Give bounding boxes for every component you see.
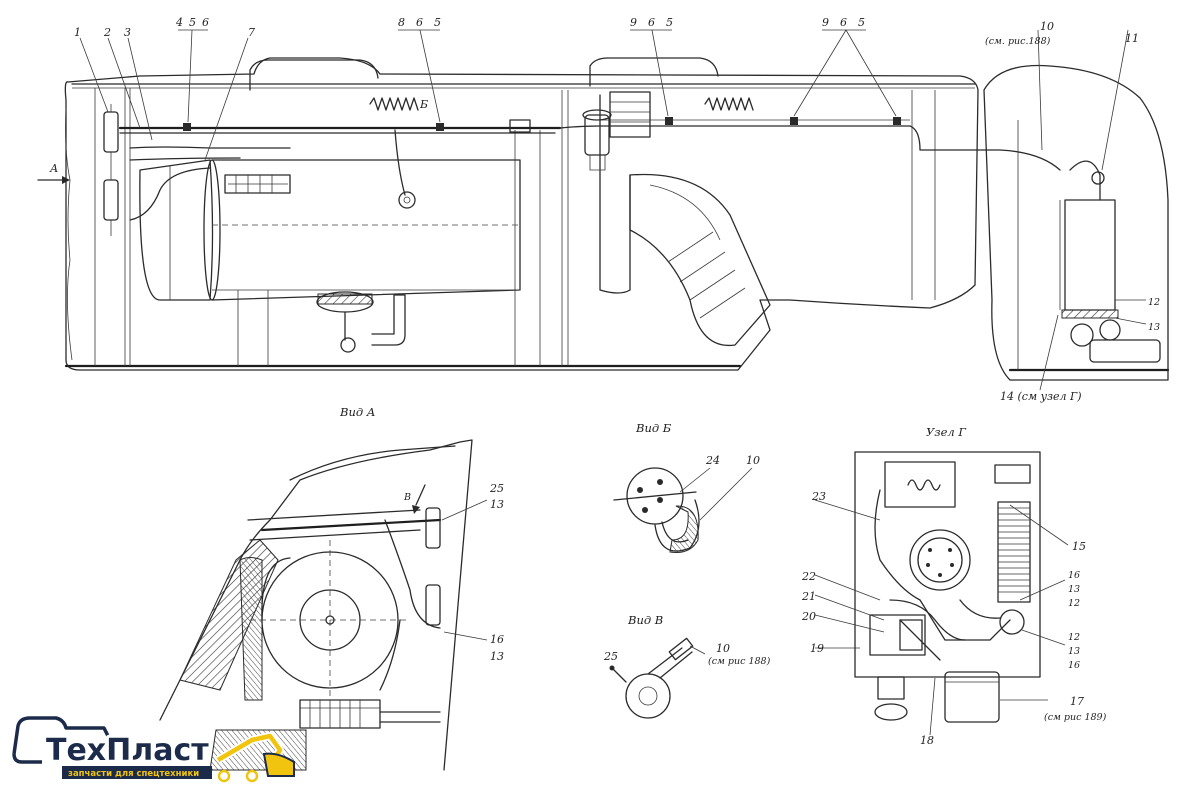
callout-6: 6	[202, 16, 209, 29]
callout-12: 12	[1148, 297, 1160, 308]
node-g-housing	[854, 451, 1041, 678]
node-g-label-16b: 16	[1068, 660, 1080, 671]
node-g-label-20: 20	[801, 610, 816, 623]
tank-body	[211, 159, 521, 301]
callout-labels: 1 2 3 4 5 6 7 8 6 5 9 6 5 9 6 5 11 12 13…	[74, 16, 1160, 747]
view-a-label-13: 13	[490, 498, 504, 511]
view-v-title: Вид В	[627, 613, 663, 627]
callout-10: 10	[1040, 20, 1054, 33]
pipe-coupling	[509, 119, 531, 133]
heater-cylinder	[139, 159, 214, 301]
spring-right	[704, 97, 754, 111]
node-g	[814, 451, 1069, 736]
node-g-label-13b: 13	[1068, 646, 1080, 657]
cab-outline	[983, 64, 1169, 381]
view-v	[609, 637, 706, 719]
view-a-label-13b: 13	[490, 650, 504, 663]
node-g-note-17: (см рис 189)	[1044, 712, 1107, 723]
callout-5: 5	[189, 16, 196, 29]
callout-14: 14 (см узел Г)	[1000, 390, 1082, 403]
callout-3: 3	[124, 26, 131, 39]
callout-6d: 6	[840, 16, 847, 29]
view-a-title: Вид А	[339, 405, 376, 419]
view-a-outline	[159, 439, 473, 771]
node-g-label-22: 22	[801, 570, 816, 583]
callout-10-note: (см. рис.188)	[985, 36, 1051, 47]
node-g-coil	[997, 501, 1031, 603]
view-b-label-24: 24	[705, 454, 720, 467]
node-g-label-16: 16	[1068, 570, 1080, 581]
node-g-label-15: 15	[1072, 540, 1086, 553]
view-b-label-10: 10	[746, 454, 760, 467]
view-a-arrow-label: В	[403, 492, 411, 503]
callout-7: 7	[248, 26, 255, 39]
callout-5b: 5	[434, 16, 441, 29]
junction-block	[224, 174, 291, 194]
node-g-label-23: 23	[811, 490, 826, 503]
node-g-label-12b: 12	[1068, 632, 1080, 643]
view-a: В	[159, 439, 488, 771]
logo-brand-part1: Тех	[46, 733, 106, 768]
callout-9b: 9	[822, 16, 829, 29]
view-v-label-25: 25	[603, 650, 618, 663]
exhaust-elbow	[629, 173, 771, 347]
view-b	[613, 467, 753, 553]
svg-text:ТехПласт: ТехПласт	[46, 733, 209, 768]
logo-brand-part2-outline: Пласт	[106, 733, 209, 768]
callout-8: 8	[398, 16, 405, 29]
callout-11: 11	[1125, 32, 1139, 45]
callout-9: 9	[630, 16, 637, 29]
view-b-disk	[626, 467, 684, 525]
arrow-a-label: А	[49, 162, 58, 175]
filter-lower	[103, 179, 119, 221]
callout-2: 2	[103, 26, 111, 39]
main-view: А Б	[37, 29, 1061, 371]
box-node-g	[1064, 199, 1116, 311]
view-v-label-note: (см рис 188)	[708, 656, 771, 667]
node-g-label-21: 21	[801, 590, 816, 603]
callout-5d: 5	[858, 16, 865, 29]
callout-4: 4	[175, 16, 183, 29]
node-g-label-13: 13	[1068, 584, 1080, 595]
view-v-label-10: 10	[716, 642, 730, 655]
view-a-label-16: 16	[490, 633, 504, 646]
node-g-title: Узел Г	[926, 425, 966, 439]
filter-upper	[103, 111, 119, 153]
techplast-logo: ТехПласт ТехПласт запчасти для спецтехни…	[10, 714, 295, 783]
callout-5c: 5	[666, 16, 673, 29]
view-a-label-25: 25	[489, 482, 504, 495]
svg-text:ТехПласт: ТехПласт	[46, 733, 209, 768]
logo-tagline: запчасти для спецтехники	[68, 769, 199, 779]
logo-brand-part1-outline: Тех	[46, 733, 106, 768]
logo-brand-part2: Пласт	[106, 733, 209, 768]
view-b-title: Вид Б	[635, 421, 672, 435]
callout-1: 1	[74, 26, 81, 39]
callout-6b: 6	[416, 16, 423, 29]
node-g-connector	[909, 529, 971, 591]
node-g-label-19: 19	[810, 642, 824, 655]
cab-section	[983, 29, 1170, 391]
callout-6c: 6	[648, 16, 655, 29]
body-outline	[64, 57, 979, 371]
view-v-disk	[625, 673, 671, 719]
node-g-label-18: 18	[920, 734, 934, 747]
node-g-label-12: 12	[1068, 598, 1080, 609]
callout-13: 13	[1148, 322, 1160, 333]
body-left-wall	[65, 107, 73, 361]
node-g-label-17: 17	[1070, 695, 1084, 708]
spring-left	[369, 97, 419, 111]
arrow-b-label: Б	[419, 98, 428, 111]
carburetor	[584, 114, 610, 156]
